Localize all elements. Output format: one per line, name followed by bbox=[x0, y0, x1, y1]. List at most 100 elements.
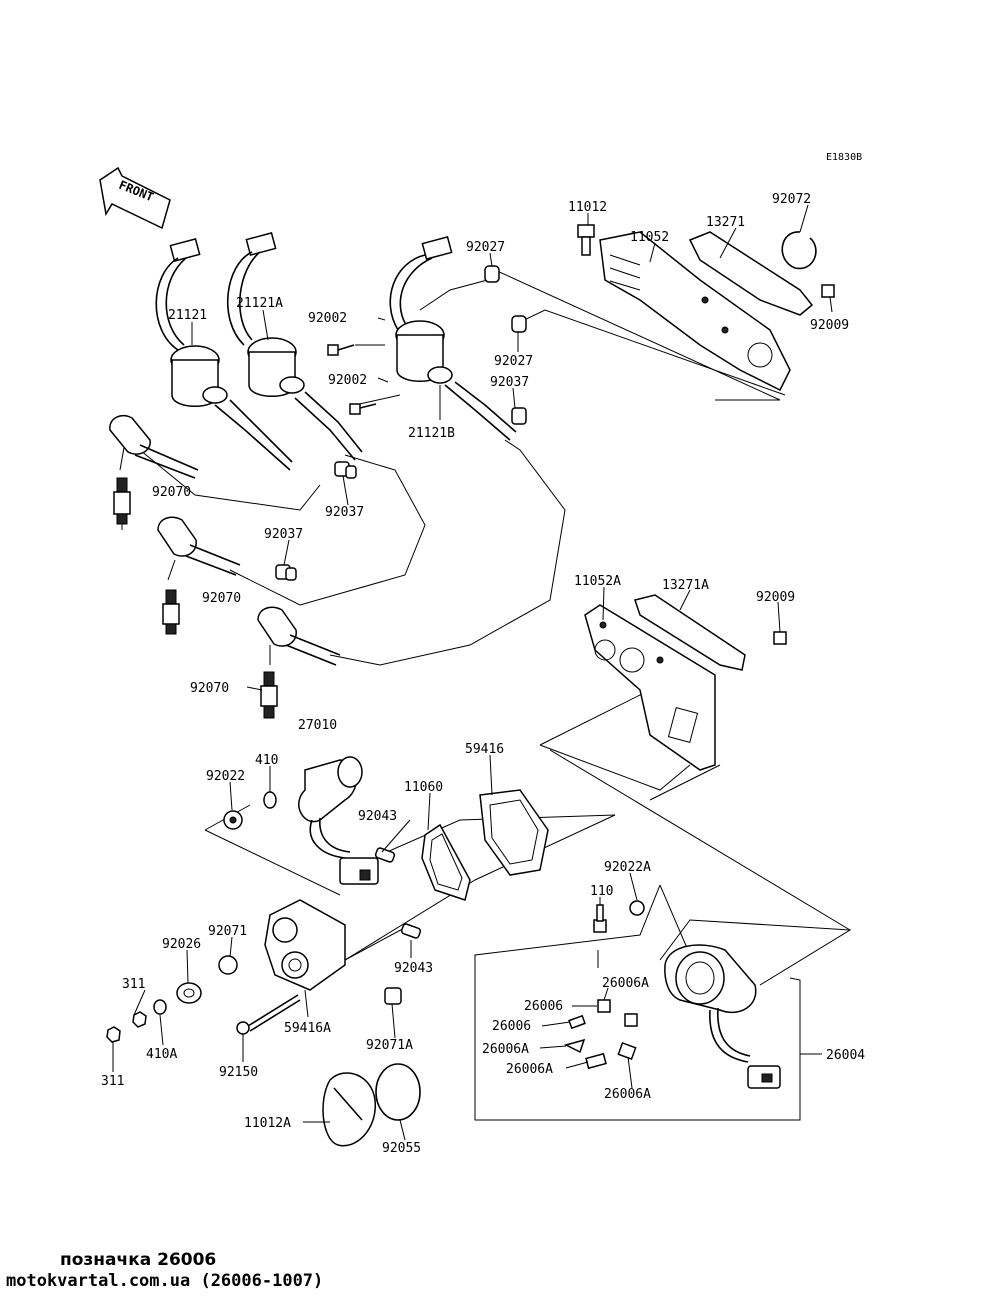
label-13271: 13271 bbox=[706, 215, 745, 230]
label-26006A-2: 26006A bbox=[482, 1042, 529, 1057]
label-11012: 11012 bbox=[568, 200, 607, 215]
washer-92022A bbox=[629, 900, 645, 916]
housing-59416 bbox=[479, 789, 549, 876]
collar-92027-b bbox=[511, 315, 527, 333]
shaft-92150 bbox=[236, 994, 301, 1035]
dowel-92043-a bbox=[374, 847, 396, 863]
label-26004: 26004 bbox=[826, 1048, 865, 1063]
label-26006-b: 26006 bbox=[492, 1019, 531, 1034]
label-92037-b: 92037 bbox=[325, 505, 364, 520]
label-92002-b: 92002 bbox=[328, 373, 367, 388]
label-11052A: 11052A bbox=[574, 574, 621, 589]
assembly-guide-lines bbox=[119, 269, 852, 1121]
label-311-b: 311 bbox=[101, 1074, 124, 1089]
label-92071: 92071 bbox=[208, 924, 247, 939]
ignition-coil-21121A bbox=[226, 231, 363, 461]
label-21121: 21121 bbox=[168, 308, 207, 323]
label-92043-a: 92043 bbox=[358, 809, 397, 824]
label-92037-c: 92037 bbox=[264, 527, 303, 542]
plug-cap-92070-bottom bbox=[257, 606, 341, 666]
label-92002-a: 92002 bbox=[308, 311, 347, 326]
plate-13271 bbox=[688, 231, 814, 316]
label-410: 410 bbox=[255, 753, 278, 768]
bolt-92009-b bbox=[773, 631, 787, 645]
label-21121B: 21121B bbox=[408, 426, 455, 441]
bolt-92009-a bbox=[821, 284, 835, 298]
spark-plug-1 bbox=[113, 477, 131, 530]
label-92070-b: 92070 bbox=[202, 591, 241, 606]
label-13271A: 13271A bbox=[662, 578, 709, 593]
label-92027-b: 92027 bbox=[494, 354, 533, 369]
clamp-92037-c bbox=[511, 407, 527, 425]
clip-92072 bbox=[781, 231, 817, 270]
label-92027-a: 92027 bbox=[466, 240, 505, 255]
part-number-labels: 11012 11052 13271 92072 92009 92027 9202… bbox=[101, 192, 865, 1156]
label-92009-a: 92009 bbox=[810, 318, 849, 333]
bolt-92002-b bbox=[349, 403, 377, 415]
caption-source: motokvartal.com.ua (26006-1007) bbox=[6, 1271, 324, 1291]
collar-92027-a bbox=[484, 265, 500, 283]
label-92022: 92022 bbox=[206, 769, 245, 784]
label-92009-b: 92009 bbox=[756, 590, 795, 605]
nut-311-b bbox=[106, 1026, 121, 1043]
label-11052: 11052 bbox=[630, 230, 669, 245]
washer-410A bbox=[153, 999, 167, 1015]
label-410A: 410A bbox=[146, 1047, 177, 1062]
label-26006A-4: 26006A bbox=[604, 1087, 651, 1102]
spark-plug-3 bbox=[260, 671, 278, 719]
label-26006A-3: 26006A bbox=[506, 1062, 553, 1077]
washer-410 bbox=[263, 791, 277, 809]
label-92072: 92072 bbox=[772, 192, 811, 207]
label-59416A: 59416A bbox=[284, 1021, 331, 1036]
clip-92071A bbox=[384, 987, 402, 1005]
clip-26006A-1 bbox=[597, 999, 611, 1013]
ignition-coil-21121B bbox=[389, 235, 517, 441]
label-92043-b: 92043 bbox=[394, 961, 433, 976]
clip-26006A-4 bbox=[617, 1042, 637, 1060]
clip-26006A-3 bbox=[585, 1052, 607, 1070]
label-92026: 92026 bbox=[162, 937, 201, 952]
seal-92026 bbox=[176, 982, 202, 1004]
clip-26006A-2 bbox=[624, 1013, 638, 1027]
washer-92022 bbox=[223, 810, 243, 830]
sensor-27010 bbox=[298, 756, 379, 885]
label-11060: 11060 bbox=[404, 780, 443, 795]
label-26006A-1: 26006A bbox=[602, 976, 649, 991]
bracket-11052A bbox=[584, 604, 716, 771]
label-27010: 27010 bbox=[298, 718, 337, 733]
label-26006-a: 26006 bbox=[524, 999, 563, 1014]
seal-92071 bbox=[218, 955, 238, 975]
label-92037-a: 92037 bbox=[490, 375, 529, 390]
sensor-26004 bbox=[664, 944, 781, 1089]
label-110: 110 bbox=[590, 884, 613, 899]
label-92022A: 92022A bbox=[604, 860, 651, 875]
label-21121A: 21121A bbox=[236, 296, 283, 311]
clip-26006-1 bbox=[568, 1014, 586, 1030]
plug-cap-92070-top bbox=[109, 414, 199, 479]
spark-plug-2 bbox=[162, 589, 180, 635]
label-59416: 59416 bbox=[465, 742, 504, 757]
ignition-coil-21121 bbox=[155, 237, 293, 471]
plate-13271A bbox=[634, 594, 746, 671]
label-92070-c: 92070 bbox=[190, 681, 229, 696]
screw-110 bbox=[593, 904, 607, 933]
label-92071A: 92071A bbox=[366, 1038, 413, 1053]
bolt-11012 bbox=[577, 224, 595, 256]
plug-cap-92070-middle bbox=[157, 516, 241, 576]
diagram-code: E1830B bbox=[826, 152, 862, 163]
clip-26006-2 bbox=[563, 1038, 586, 1054]
oring-92055 bbox=[375, 1063, 421, 1121]
bolt-92002-a bbox=[327, 344, 355, 356]
body-59416A bbox=[264, 899, 346, 991]
front-direction-arrow: FRONT bbox=[99, 166, 171, 230]
dowel-92043-b bbox=[400, 923, 422, 939]
label-92070-a: 92070 bbox=[152, 485, 191, 500]
clamp-92037-a bbox=[334, 461, 357, 479]
label-92150: 92150 bbox=[219, 1065, 258, 1080]
label-311-a: 311 bbox=[122, 977, 145, 992]
nut-311-a bbox=[132, 1011, 147, 1028]
clamp-92037-b bbox=[275, 564, 297, 581]
label-92055: 92055 bbox=[382, 1141, 421, 1156]
